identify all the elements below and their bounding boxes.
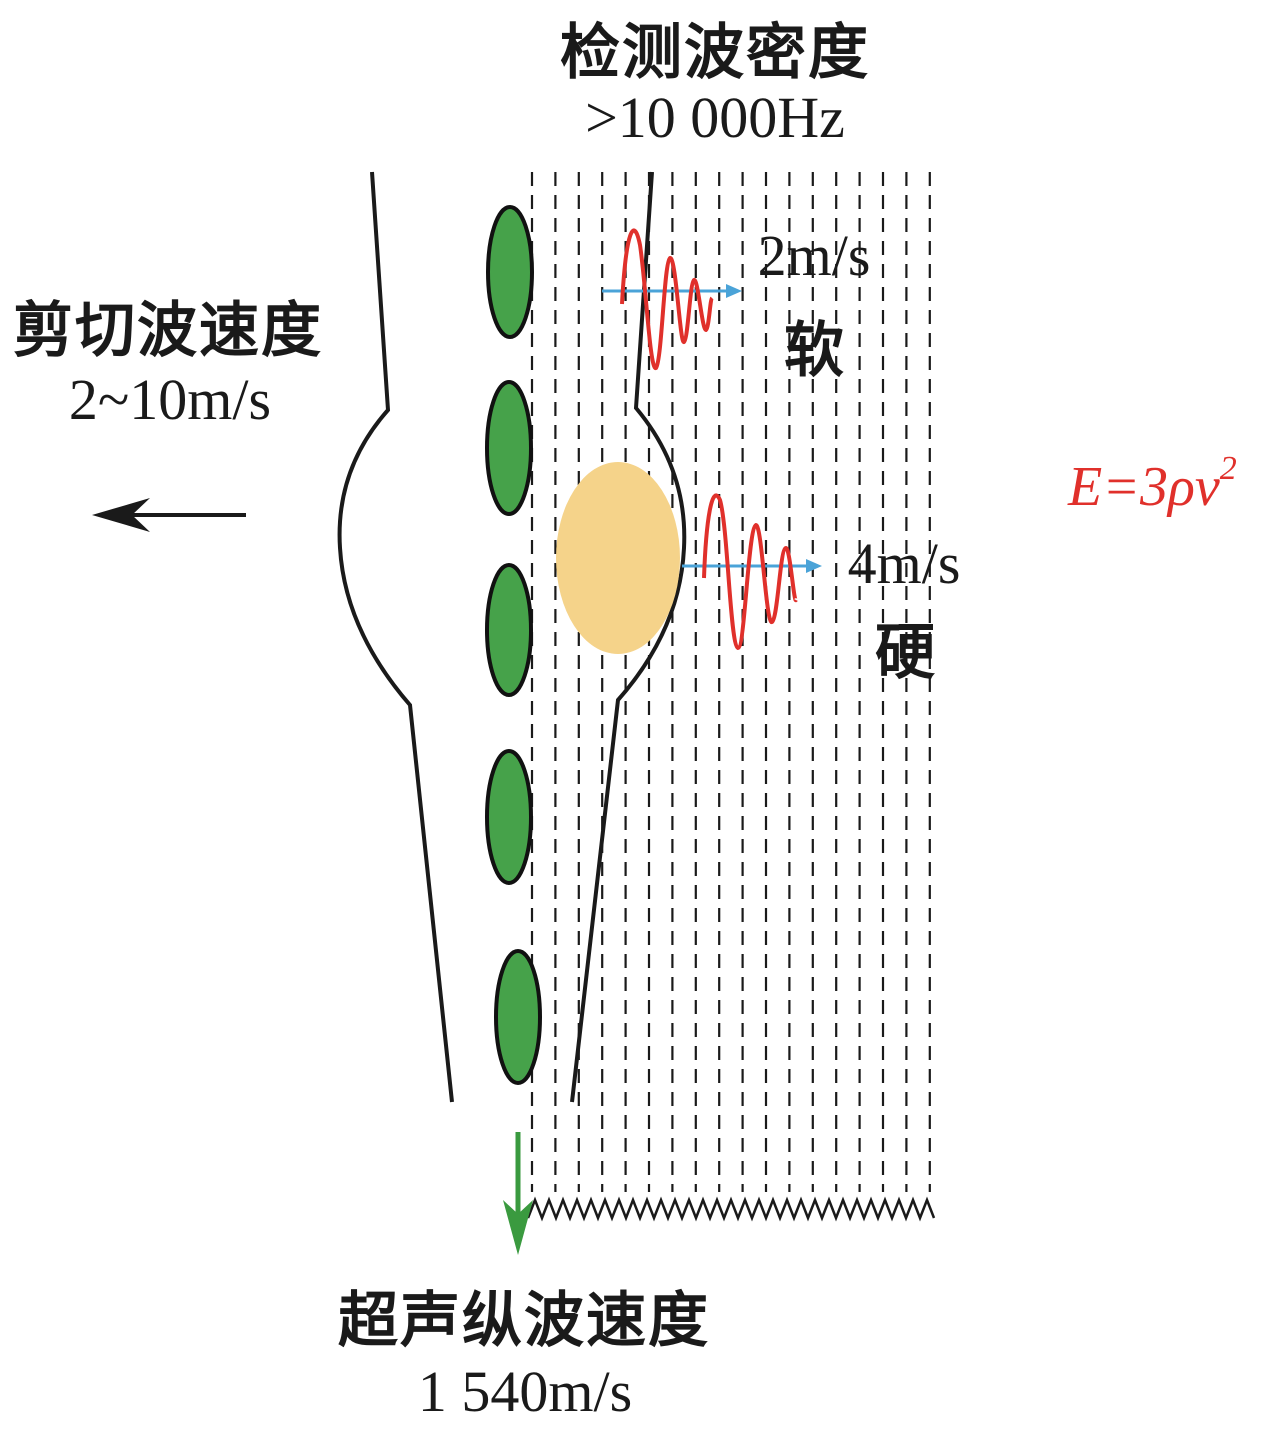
top-label-title: 检测波密度 [560,18,870,88]
bottom-label-value: 1 540m/s [417,1359,633,1424]
cell-2 [485,380,533,516]
cell-ellipses [485,205,542,1085]
shear-label-value: 2~10m/s [68,367,272,432]
tissue-right-boundary [570,171,687,1103]
soft-shear-wave [620,228,714,371]
formula-exponent: 2 [1219,450,1237,487]
formula-main: E=3ρv [1068,456,1220,518]
hard-speed-label: 4m/s [847,531,961,596]
cell-5 [494,949,542,1085]
shear-direction-arrow [92,498,246,532]
ultrasound-direction-arrow [503,1132,533,1255]
cell-1 [486,205,534,339]
cell-4 [485,749,533,885]
soft-type-label: 软 [784,316,846,386]
hard-type-label: 硬 [875,618,937,688]
soft-speed-label: 2m/s [757,223,871,288]
bottom-label-title: 超声纵波速度 [338,1286,710,1356]
detection-wave-lines [530,172,931,1192]
elasticity-formula: E=3ρv2 [1068,450,1237,519]
cell-3 [485,563,533,697]
tissue-left-boundary [337,171,454,1103]
top-label-value: >10 000Hz [585,85,845,150]
hard-shear-wave [702,493,798,651]
transducer-zigzag [526,1196,936,1222]
shear-label-title: 剪切波速度 [13,296,323,366]
lesion [556,462,680,654]
